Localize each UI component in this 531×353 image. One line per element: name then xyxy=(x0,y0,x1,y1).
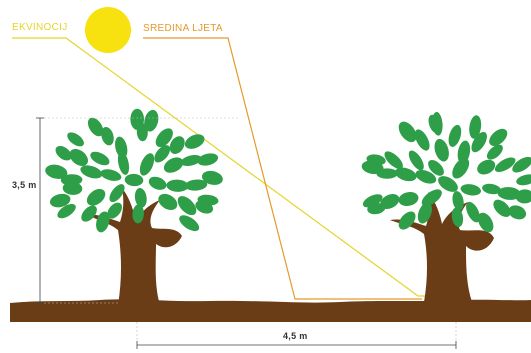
midsummer-label: SREDINA LJETA xyxy=(143,23,223,34)
leaf xyxy=(432,137,451,163)
sun-icon xyxy=(85,7,131,53)
leaf xyxy=(147,174,169,192)
leaf xyxy=(460,183,482,197)
leaf xyxy=(196,151,219,167)
leaf xyxy=(124,173,143,186)
height-label: 3,5 m xyxy=(12,180,37,190)
leaf xyxy=(137,151,157,178)
leaf xyxy=(397,190,420,208)
leaf xyxy=(130,109,144,130)
leaf xyxy=(475,157,498,178)
leaf xyxy=(183,131,207,151)
leaf xyxy=(515,172,531,187)
leaf xyxy=(155,191,180,214)
left-tree-canopy xyxy=(44,108,224,234)
leaf xyxy=(88,149,111,168)
right-tree-canopy xyxy=(361,112,531,235)
leaf xyxy=(99,167,122,183)
equinox-label: EKVINOCIJ xyxy=(12,22,68,33)
leaf xyxy=(177,212,202,234)
leaf xyxy=(65,130,87,150)
left-tree xyxy=(44,108,224,305)
leaf xyxy=(113,135,129,159)
leaf xyxy=(506,203,528,222)
leaf xyxy=(456,140,472,165)
leaf xyxy=(84,186,109,210)
distance-label: 4,5 m xyxy=(283,331,308,341)
right-tree-trunk xyxy=(390,192,494,302)
